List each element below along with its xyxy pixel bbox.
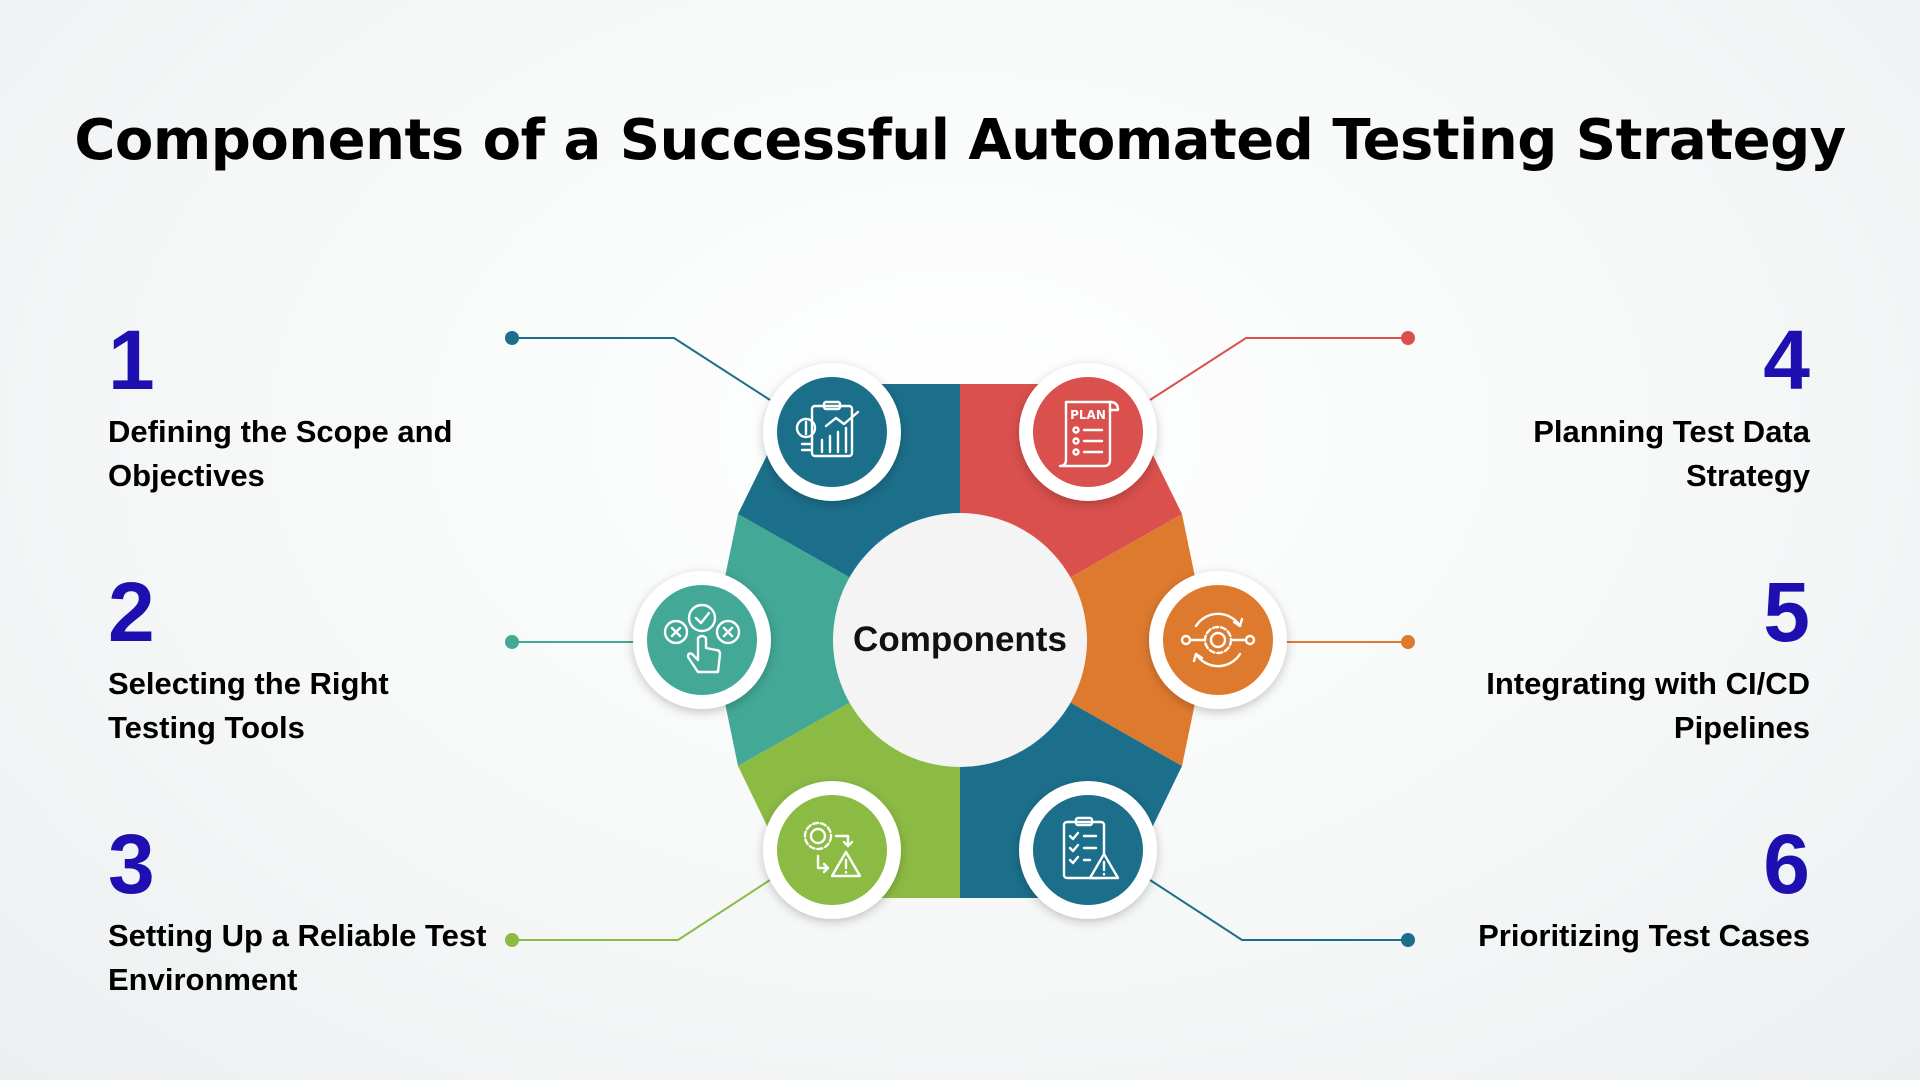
checklist-warning-icon	[1062, 816, 1120, 880]
badge-3	[763, 781, 901, 919]
connector-4	[1149, 337, 1408, 401]
badge-4: PLAN	[1019, 363, 1157, 501]
component-item-1: 1 Defining the Scope and Objectives	[108, 318, 528, 498]
component-label: Integrating with CI/CD Pipelines	[1486, 666, 1810, 745]
component-number: 6	[1763, 817, 1810, 911]
hand-select-icon	[663, 603, 741, 674]
component-item-2: 2 Selecting the Right Testing Tools	[108, 570, 528, 750]
center-circle	[833, 513, 1087, 767]
badge-2	[633, 571, 771, 709]
connector-dot-4	[1401, 331, 1415, 345]
component-label: Selecting the Right Testing Tools	[108, 666, 389, 745]
component-item-3: 3 Setting Up a Reliable Test Environment	[108, 822, 528, 1002]
component-number: 5	[1763, 565, 1810, 659]
connector-6	[1149, 879, 1408, 941]
page-title: Components of a Successful Automated Tes…	[74, 108, 1846, 173]
connector-1	[512, 337, 771, 401]
component-label: Planning Test Data Strategy	[1533, 414, 1810, 493]
component-item-6: 6 Prioritizing Test Cases	[1390, 822, 1810, 958]
connector-dot-2	[505, 635, 519, 649]
center-label: Components	[853, 620, 1067, 659]
badge-6	[1019, 781, 1157, 919]
plan-icon-text: PLAN	[1070, 408, 1106, 422]
connector-dot-1	[505, 331, 519, 345]
component-label: Defining the Scope and Objectives	[108, 414, 453, 493]
connector-lines	[512, 337, 1408, 941]
connector-dot-3	[505, 933, 519, 947]
connector-3	[512, 879, 771, 941]
badge-1	[763, 363, 901, 501]
component-number: 1	[108, 313, 155, 407]
component-number: 3	[108, 817, 155, 911]
gear-cycle-icon	[1180, 612, 1256, 668]
connector-dot-5	[1401, 635, 1415, 649]
component-number: 2	[108, 565, 155, 659]
badge-5	[1149, 571, 1287, 709]
plan-scroll-icon	[1058, 400, 1120, 468]
component-number: 4	[1763, 313, 1810, 407]
component-label: Prioritizing Test Cases	[1478, 918, 1810, 953]
connector-dot-6	[1401, 933, 1415, 947]
connector-dots	[505, 331, 1415, 947]
component-item-5: 5 Integrating with CI/CD Pipelines	[1390, 570, 1810, 750]
component-item-4: 4 Planning Test Data Strategy	[1390, 318, 1810, 498]
financial-report-icon	[795, 400, 860, 458]
component-label: Setting Up a Reliable Test Environment	[108, 918, 487, 997]
gear-warning-icon	[803, 821, 862, 878]
